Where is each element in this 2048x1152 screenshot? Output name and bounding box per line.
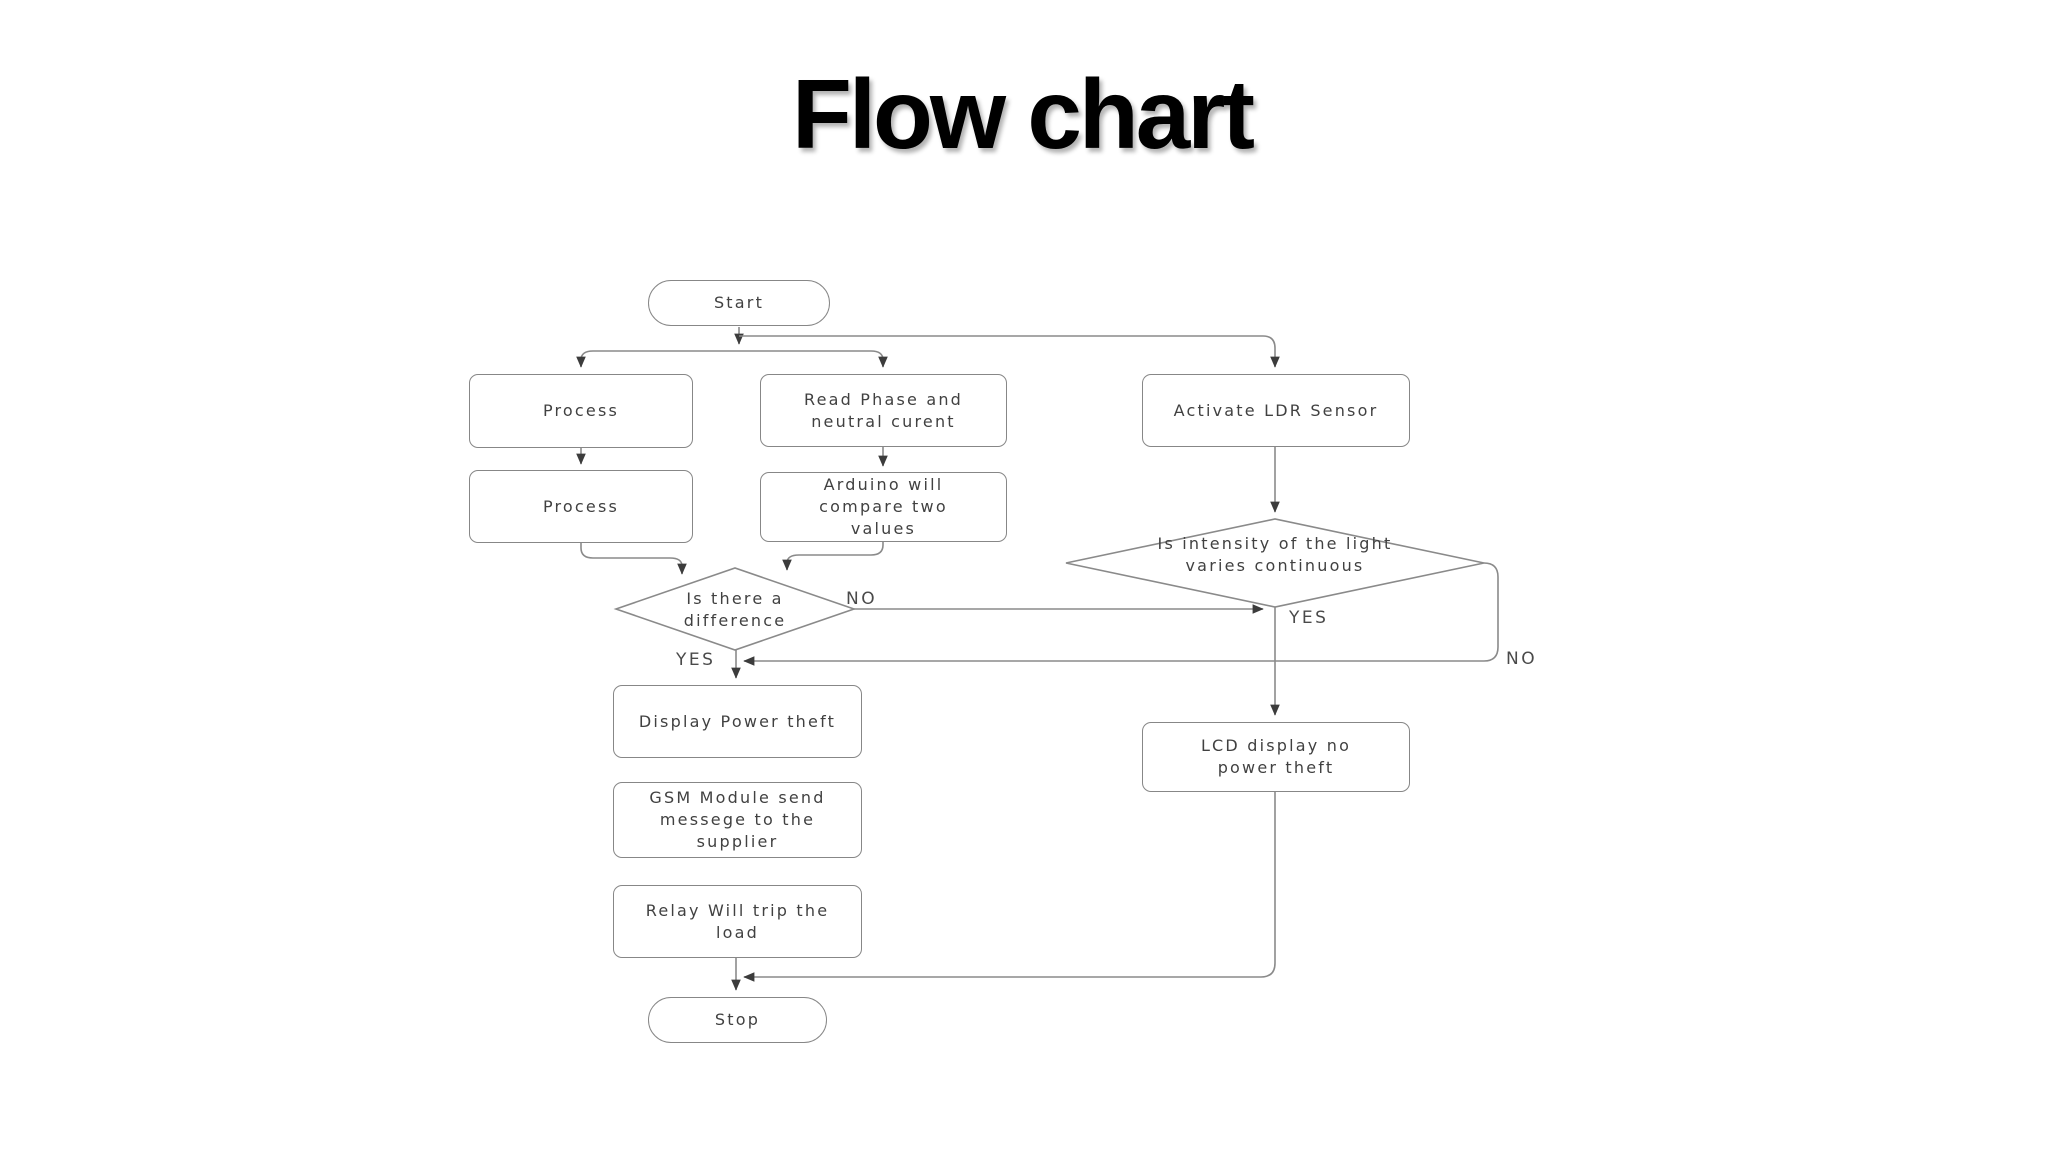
node-arduino-compare: Arduino will compare two values [760,472,1007,542]
node-activate-ldr: Activate LDR Sensor [1142,374,1410,447]
decision-intensity-shape [1065,518,1485,608]
edge-label-intensity-no: NO [1506,649,1538,669]
edge-intensity-no-return [743,562,1499,666]
node-process-2: Process [469,470,693,543]
decision-difference-label: Is there a difference [683,589,787,630]
node-stop: Stop [648,997,827,1043]
node-start: Start [648,280,830,326]
node-read-phase-label: Read Phase and neutral curent [803,389,964,431]
page-title: Flow chart [791,59,1255,169]
node-process-2-label: Process [542,496,620,516]
node-arduino-compare-label: Arduino will compare two values [819,475,948,538]
edge-label-intensity-yes: YES [1289,608,1329,628]
edge-start-activate [739,335,1280,368]
node-stop-label: Stop [714,1010,761,1029]
node-process-1-label: Process [542,401,620,420]
node-display-power-theft-label: Display Power theft [638,711,837,731]
edge-start-process [576,350,739,368]
edge-process2-difference [580,543,687,575]
node-start-label: Start [713,293,765,312]
edge-lcd-stop [743,792,1276,982]
node-relay-trip-label: Relay Will trip the load [645,900,830,942]
node-lcd-display-label: LCD display no power theft [1200,736,1352,777]
node-gsm-module-label: GSM Module send messege to the supplier [649,788,826,851]
node-process-1: Process [469,374,693,448]
decision-intensity-label: Is intensity of the light varies continu… [1157,534,1393,575]
node-lcd-display: LCD display no power theft [1142,722,1410,792]
decision-difference-shape [613,567,857,651]
node-activate-ldr-label: Activate LDR Sensor [1173,400,1379,420]
edge-start-readphase [739,350,888,368]
node-display-power-theft: Display Power theft [613,685,862,758]
node-gsm-module: GSM Module send messege to the supplier [613,782,862,858]
node-relay-trip: Relay Will trip the load [613,885,862,958]
edge-label-difference-yes: YES [676,650,716,670]
node-read-phase: Read Phase and neutral curent [760,374,1007,447]
edge-label-difference-no: NO [846,589,878,609]
edge-arduino-difference [782,542,884,571]
